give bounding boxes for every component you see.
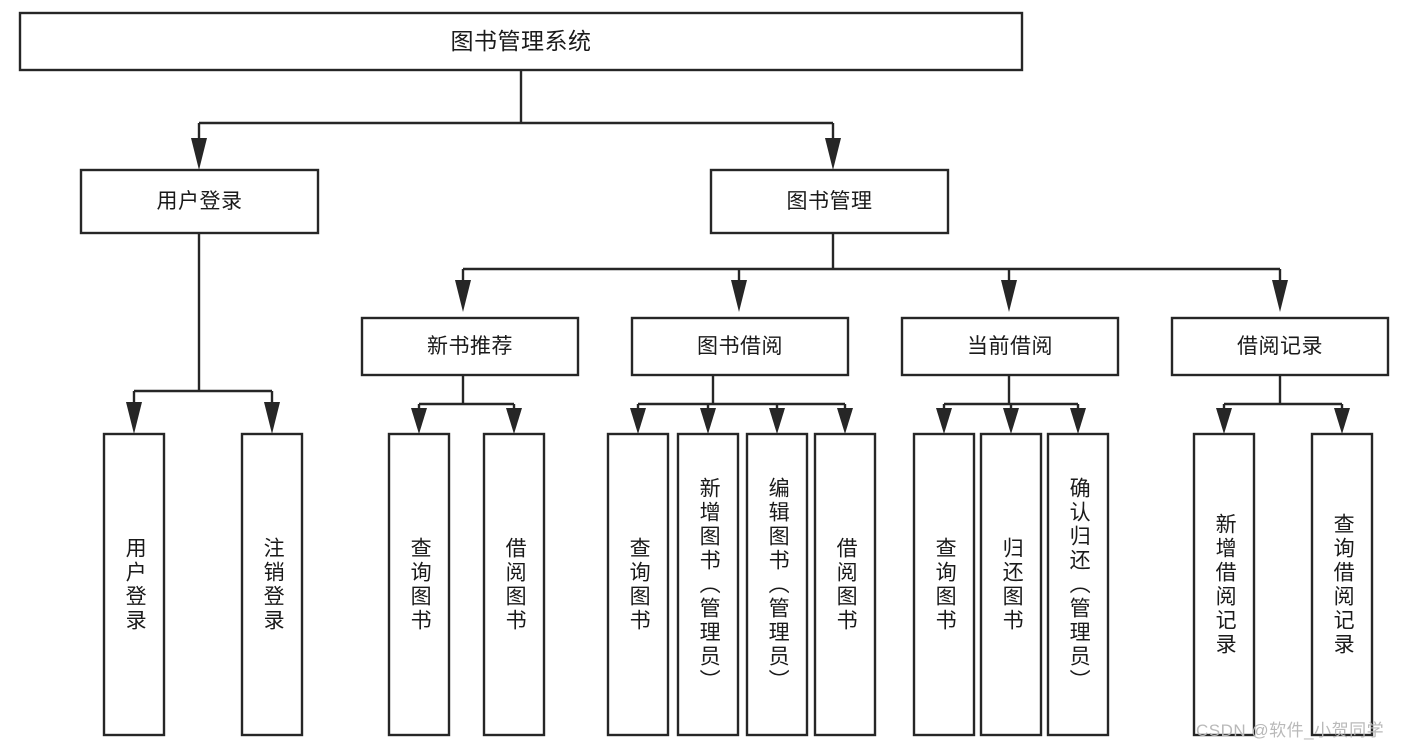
node-current-borrow[interactable]	[900, 316, 1120, 377]
connector-root-to-level2	[191, 70, 841, 170]
leaf-borrow-record-1[interactable]	[1310, 432, 1374, 737]
connector-bookmgmt-to-level3	[455, 233, 1288, 312]
leaf-current-borrow-2[interactable]	[1046, 432, 1110, 737]
leaf-book-borrow-0[interactable]	[606, 432, 670, 737]
leaf-current-borrow-0[interactable]	[912, 432, 976, 737]
leaf-new-book-0[interactable]	[387, 432, 451, 737]
connector-userlogin-to-leaves	[126, 233, 280, 434]
leaf-user-login-1[interactable]	[240, 432, 304, 737]
leaf-book-borrow-3[interactable]	[813, 432, 877, 737]
leaf-book-borrow-2[interactable]	[745, 432, 809, 737]
node-book-borrow[interactable]	[630, 316, 850, 377]
connector-current-to-leaves	[936, 375, 1086, 434]
node-user-login[interactable]	[79, 168, 320, 235]
leaf-user-login-0[interactable]	[102, 432, 166, 737]
leaf-book-borrow-1[interactable]	[676, 432, 740, 737]
node-new-book-recommend[interactable]	[360, 316, 580, 377]
leaf-borrow-record-0[interactable]	[1192, 432, 1256, 737]
connector-borrow-to-leaves	[630, 375, 853, 434]
connector-newbook-to-leaves	[411, 375, 522, 434]
node-root[interactable]	[18, 11, 1024, 72]
csdn-watermark: CSDN @软件_小贺同学	[1196, 721, 1385, 740]
leaf-new-book-1[interactable]	[482, 432, 546, 737]
node-book-management[interactable]	[709, 168, 950, 235]
connector-record-to-leaves	[1216, 375, 1350, 434]
node-borrow-record[interactable]	[1170, 316, 1390, 377]
leaf-current-borrow-1[interactable]	[979, 432, 1043, 737]
